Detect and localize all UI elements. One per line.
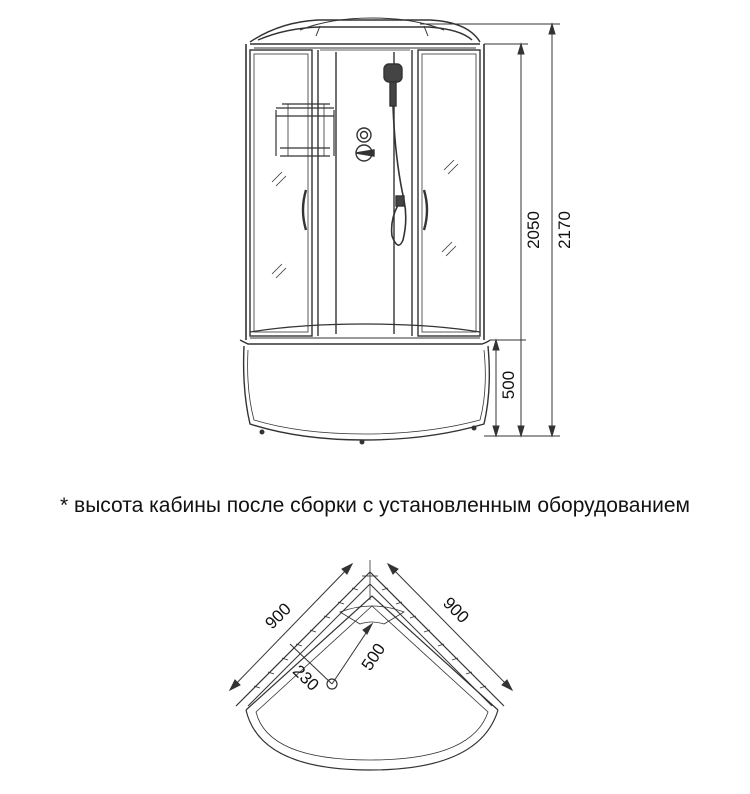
elevation-dimensions <box>420 22 560 438</box>
right-glass-door <box>417 49 481 337</box>
dim-tray-height: 500 <box>499 371 518 399</box>
cabin-frame <box>245 43 485 340</box>
left-glass-door <box>249 49 313 337</box>
back-wall-panels <box>317 49 413 336</box>
shower-cabin-elevation <box>239 17 491 445</box>
towel-shelf <box>275 103 335 157</box>
hand-shower <box>383 63 407 246</box>
wall-hatching-left <box>253 587 359 689</box>
footnote: * высота кабины после сборки с установле… <box>60 494 690 517</box>
dim-side-right: 900 <box>439 593 472 626</box>
dim-cabin-height: 2050 <box>524 211 543 249</box>
dim-drain-depth: 500 <box>358 640 390 674</box>
plan-dimensions <box>228 562 514 692</box>
wall-hatching-right <box>381 587 487 689</box>
roof-dome <box>249 17 481 43</box>
mixer-tap <box>355 127 375 162</box>
drain <box>326 678 338 690</box>
shower-tray-plan <box>235 560 505 771</box>
dim-total-height: 2170 <box>555 211 574 249</box>
shower-tray <box>239 339 491 445</box>
